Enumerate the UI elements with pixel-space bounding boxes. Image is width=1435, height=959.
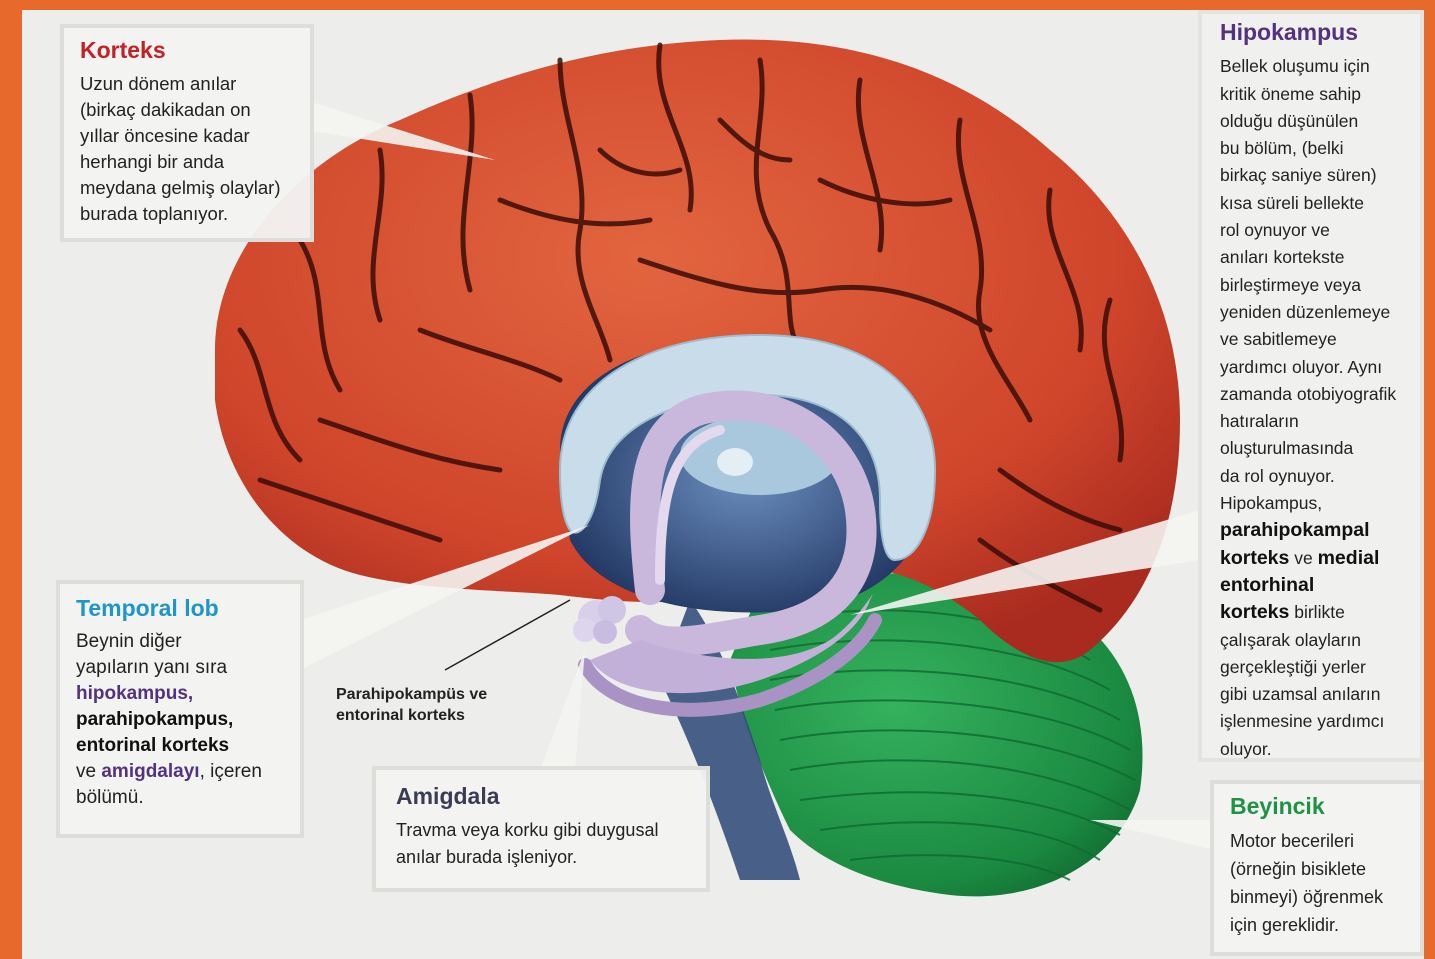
cerebellum-description: Motor becerileri (örneğin bisiklete binm…	[1230, 827, 1410, 939]
hippocampus-description: Bellek oluşumu için kritik öneme sahip o…	[1220, 53, 1410, 763]
para-pointer-line	[445, 600, 570, 670]
temporal-lobe-title: Temporal lob	[76, 596, 284, 621]
amygdala-callout: Amigdala Travma veya korku gibi duygusal…	[372, 766, 710, 892]
cerebellum-callout: Beyincik Motor becerileri (örneğin bisik…	[1210, 780, 1424, 956]
hippocampus-callout: Hipokampus Bellek oluşumu için kritik ön…	[1198, 10, 1424, 762]
thalamus-highlight	[717, 448, 753, 476]
cortex-title: Korteks	[80, 38, 294, 63]
cortex-callout: Korteks Uzun dönem anılar (birkaç dakika…	[60, 24, 314, 242]
amygdala-title: Amigdala	[396, 784, 686, 809]
temporal-lobe-description: Beynin diğer yapıların yanı sıra hipokam…	[76, 629, 284, 811]
temporal-lobe-callout: Temporal lob Beynin diğer yapıların yanı…	[56, 580, 304, 838]
amygdala-structure	[573, 596, 626, 644]
hippocampus-title: Hipokampus	[1220, 20, 1410, 45]
cerebellum-title: Beyincik	[1230, 794, 1410, 819]
parahippocampus-label: Parahipokampüs ve entorinal korteks	[336, 684, 487, 726]
cortex-description: Uzun dönem anılar (birkaç dakikadan on y…	[80, 71, 294, 227]
amygdala-description: Travma veya korku gibi duygusal anılar b…	[396, 817, 686, 871]
